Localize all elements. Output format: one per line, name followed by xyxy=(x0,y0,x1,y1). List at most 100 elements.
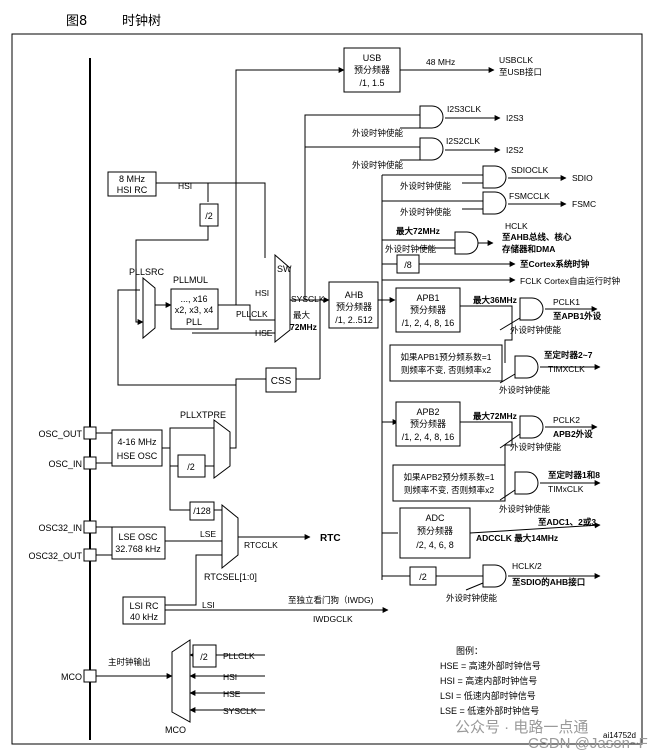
pclk1-target: 至APB1外设 xyxy=(553,311,602,321)
timxclk1-label: TIMXCLK xyxy=(548,364,585,374)
hclk-target-line1: 至AHB总线、核心 xyxy=(502,232,572,242)
cortex-system-clock: 至Cortex系统时钟 xyxy=(520,259,590,269)
apb1-timer-line2: 则频率不变, 否则频率x2 xyxy=(401,365,491,375)
lsi-signal-label: LSI xyxy=(202,600,215,610)
rtcclk-label: RTCCLK xyxy=(244,540,278,550)
hsi-signal-label: HSI xyxy=(178,181,192,191)
sdio-ahb-target: 至SDIO的AHB接口 xyxy=(512,577,585,587)
watermark-wechat: 公众号 · 电路一点通 xyxy=(455,719,588,736)
legend-item-hse: HSE = 高速外部时钟信号 xyxy=(440,660,541,671)
sdio-enable: 外设时钟使能 xyxy=(400,181,452,191)
timx1-enable: 外设时钟使能 xyxy=(499,385,551,395)
pllxtpre-mux xyxy=(213,419,231,479)
fsmcclk-label: FSMCCLK xyxy=(509,191,550,201)
usb-title: USB xyxy=(363,53,382,63)
sysclk-max-line2: 72MHz xyxy=(290,322,317,332)
pin-osc-out xyxy=(83,426,97,440)
lsi-rc-oscillator xyxy=(122,596,166,625)
div8-block xyxy=(396,254,420,274)
i2s2-enable: 外设时钟使能 xyxy=(352,160,404,170)
pin-label-osc32-in: OSC32_IN xyxy=(38,523,82,533)
hsi-div2-label: /2 xyxy=(205,211,213,221)
hclk-max: 最大72MHz xyxy=(396,226,440,236)
pin-osc32-out xyxy=(83,548,97,562)
hsi-rc-oscillator xyxy=(107,171,157,197)
i2s3clk-label: I2S3CLK xyxy=(447,104,481,114)
pllsrc-label: PLLSRC xyxy=(129,267,165,277)
apb2-ratio: /1, 2, 4, 8, 16 xyxy=(402,432,455,442)
adc-prescaler xyxy=(399,507,471,559)
usb-prescaler xyxy=(343,47,401,93)
apb1-ratio: /1, 2, 4, 8, 16 xyxy=(402,318,455,328)
css-block xyxy=(265,367,297,393)
legend: 图例： HSE = 高速外部时钟信号 HSI = 高速内部时钟信号 LSI = … xyxy=(440,645,541,716)
pllclk-label: PLLCLK xyxy=(236,309,268,319)
hse-div2-label: /2 xyxy=(187,462,195,472)
hclk2-label: HCLK/2 xyxy=(512,561,542,571)
sw-hsi-label: HSI xyxy=(255,288,269,298)
pllxtpre-label: PLLXTPRE xyxy=(180,410,226,420)
mco-div2 xyxy=(192,644,217,668)
hsi-rc-freq: 8 MHz xyxy=(119,174,146,184)
pin-osc-in xyxy=(83,456,97,470)
and-gate-fsmc xyxy=(482,191,507,215)
sdio-target: SDIO xyxy=(572,173,593,183)
and-gate-hclk xyxy=(454,231,479,255)
apb1-prescaler xyxy=(395,287,461,333)
pll-mult-low: x2, x3, x4 xyxy=(175,305,214,315)
pllmul-label: PLLMUL xyxy=(173,275,208,285)
css-label: CSS xyxy=(271,376,292,387)
apb2-timer-line2: 则频率不变, 否则频率x2 xyxy=(404,485,494,495)
ahb-prescaler xyxy=(328,281,379,329)
lse-osc-label: LSE OSC xyxy=(118,532,158,542)
usbclk-label: USBCLK xyxy=(499,55,533,65)
pllsrc-mux xyxy=(142,276,156,340)
apb2-subtitle: 预分频器 xyxy=(410,418,446,429)
mco-input-hse: HSE xyxy=(223,689,241,699)
hclk-target-line2: 存储器和DMA xyxy=(501,244,555,254)
mco-input-sysclk: SYSCLK xyxy=(223,706,257,716)
usb-subtitle: 预分频器 xyxy=(354,64,390,75)
pin-osc32-in xyxy=(83,520,97,534)
sw-mux xyxy=(274,253,291,344)
sdio-div2 xyxy=(409,566,437,586)
usb-frequency: 48 MHz xyxy=(426,57,455,67)
rtc-target: RTC xyxy=(320,533,341,544)
figure-number: 图8 xyxy=(66,14,88,29)
sysclk-label: SYSCLK xyxy=(291,294,325,304)
apb1-timer-multiplier xyxy=(389,344,503,382)
sw-label: SW xyxy=(277,264,292,274)
lsi-rc-freq: 40 kHz xyxy=(130,612,159,622)
usb-target: 至USB接口 xyxy=(499,67,542,77)
fsmc-enable: 外设时钟使能 xyxy=(400,207,452,217)
mco-div2-label: /2 xyxy=(200,652,208,662)
and-gate-timx1 xyxy=(514,355,539,379)
pclk2-enable: 外设时钟使能 xyxy=(510,442,562,452)
pin-label-osc32-out: OSC32_OUT xyxy=(28,551,82,561)
sysclk-max-line1: 最大 xyxy=(293,310,311,320)
sdioclk-label: SDIOCLK xyxy=(511,165,549,175)
mco-output-label: 主时钟输出 xyxy=(108,657,151,667)
i2s3-target: I2S3 xyxy=(506,113,524,123)
pll-block xyxy=(170,288,219,330)
and-gate-pclk2 xyxy=(519,415,544,439)
adc-ratio: /2, 4, 6, 8 xyxy=(416,540,454,550)
apb2-max: 最大72MHz xyxy=(473,411,517,421)
hse-osc-freq: 4-16 MHz xyxy=(117,437,157,447)
and-gate-sdio-ahb xyxy=(482,564,507,588)
iwdg-target: 至独立看门狗（IWDG) xyxy=(288,595,374,605)
adc-subtitle: 预分频器 xyxy=(417,525,453,536)
hsi-rc-label: HSI RC xyxy=(117,185,148,195)
apb2-title: APB2 xyxy=(416,407,439,417)
pin-label-osc-in: OSC_IN xyxy=(48,459,82,469)
mco-mux-label: MCO xyxy=(165,725,186,735)
pclk1-label: PCLK1 xyxy=(553,297,580,307)
apb1-subtitle: 预分频器 xyxy=(410,304,446,315)
and-gate-i2s2 xyxy=(419,137,444,161)
iwdgclk-label: IWDGCLK xyxy=(313,614,353,624)
adc-title: ADC xyxy=(425,513,445,523)
mco-mux xyxy=(171,639,191,723)
hsi-div2 xyxy=(199,203,219,227)
usb-ratio: /1, 1.5 xyxy=(359,78,384,88)
apb2-timer-line1: 如果APB2预分频系数=1 xyxy=(404,472,495,482)
